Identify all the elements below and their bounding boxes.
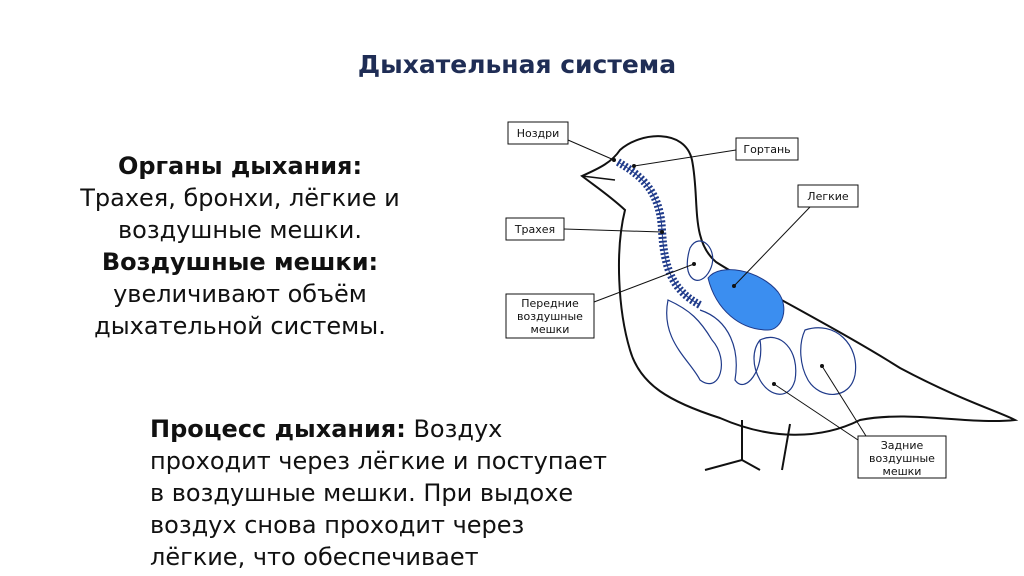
process-line-5: лёгкие, что обеспечивает <box>150 543 479 571</box>
lung <box>707 269 785 331</box>
organs-text-line-2: воздушные мешки. <box>118 216 362 244</box>
label-larynx: Гортань <box>632 137 799 168</box>
organs-heading: Органы дыхания: <box>117 152 363 180</box>
page-title: Дыхательная система <box>357 50 677 79</box>
label-nostrils-text: Ноздри <box>517 127 560 140</box>
process-text-1: Воздух <box>413 415 503 443</box>
rear-air-sac-1 <box>753 336 797 395</box>
organs-text-line-1: Трахея, бронхи, лёгкие и <box>80 184 400 212</box>
trachea <box>615 158 702 309</box>
bird-leg-right <box>781 423 791 471</box>
label-lungs: Легкие <box>732 184 859 288</box>
label-lungs-text: Легкие <box>807 190 849 203</box>
front-air-sac-2 <box>666 299 722 385</box>
label-front-air-sacs: Передние воздушные мешки <box>505 262 696 339</box>
bird-beak <box>581 175 616 181</box>
process-line-1: Процесс дыхания: Воздух <box>150 413 670 445</box>
front-air-sac-1 <box>686 240 714 281</box>
air-sacs-heading: Воздушные мешки: <box>101 248 379 276</box>
label-front-sacs-line-1: Передние <box>521 297 579 310</box>
label-front-sacs-line-3: мешки <box>531 323 570 336</box>
label-rear-sacs-line-3: мешки <box>883 465 922 478</box>
bird-outline <box>580 135 1019 436</box>
label-trachea-text: Трахея <box>514 223 555 236</box>
process-heading: Процесс дыхания: <box>150 415 406 443</box>
air-sacs-text-line-2: дыхательной системы. <box>94 312 386 340</box>
process-line-4: воздух снова проходит через <box>150 511 525 539</box>
rear-air-sac-2 <box>800 327 857 395</box>
front-air-sac-3 <box>699 309 762 386</box>
label-rear-sacs-line-2: воздушные <box>869 452 935 465</box>
label-front-sacs-line-2: воздушные <box>517 310 583 323</box>
label-larynx-text: Гортань <box>743 143 790 156</box>
label-nostrils: Ноздри <box>507 121 616 162</box>
label-rear-sacs-line-1: Задние <box>881 439 924 452</box>
process-block: Процесс дыхания: Воздух проходит через л… <box>150 413 670 573</box>
air-sacs-text-line-1: увеличивают объём <box>113 280 367 308</box>
label-rear-air-sacs: Задние воздушные мешки <box>772 364 947 479</box>
bird-leg-left <box>704 420 761 471</box>
process-line-2: проходит через лёгкие и поступает <box>150 447 607 475</box>
process-line-3: в воздушные мешки. При выдохе <box>150 479 574 507</box>
label-trachea: Трахея <box>505 217 664 241</box>
organs-block: Органы дыхания: Трахея, бронхи, лёгкие и… <box>50 150 430 342</box>
